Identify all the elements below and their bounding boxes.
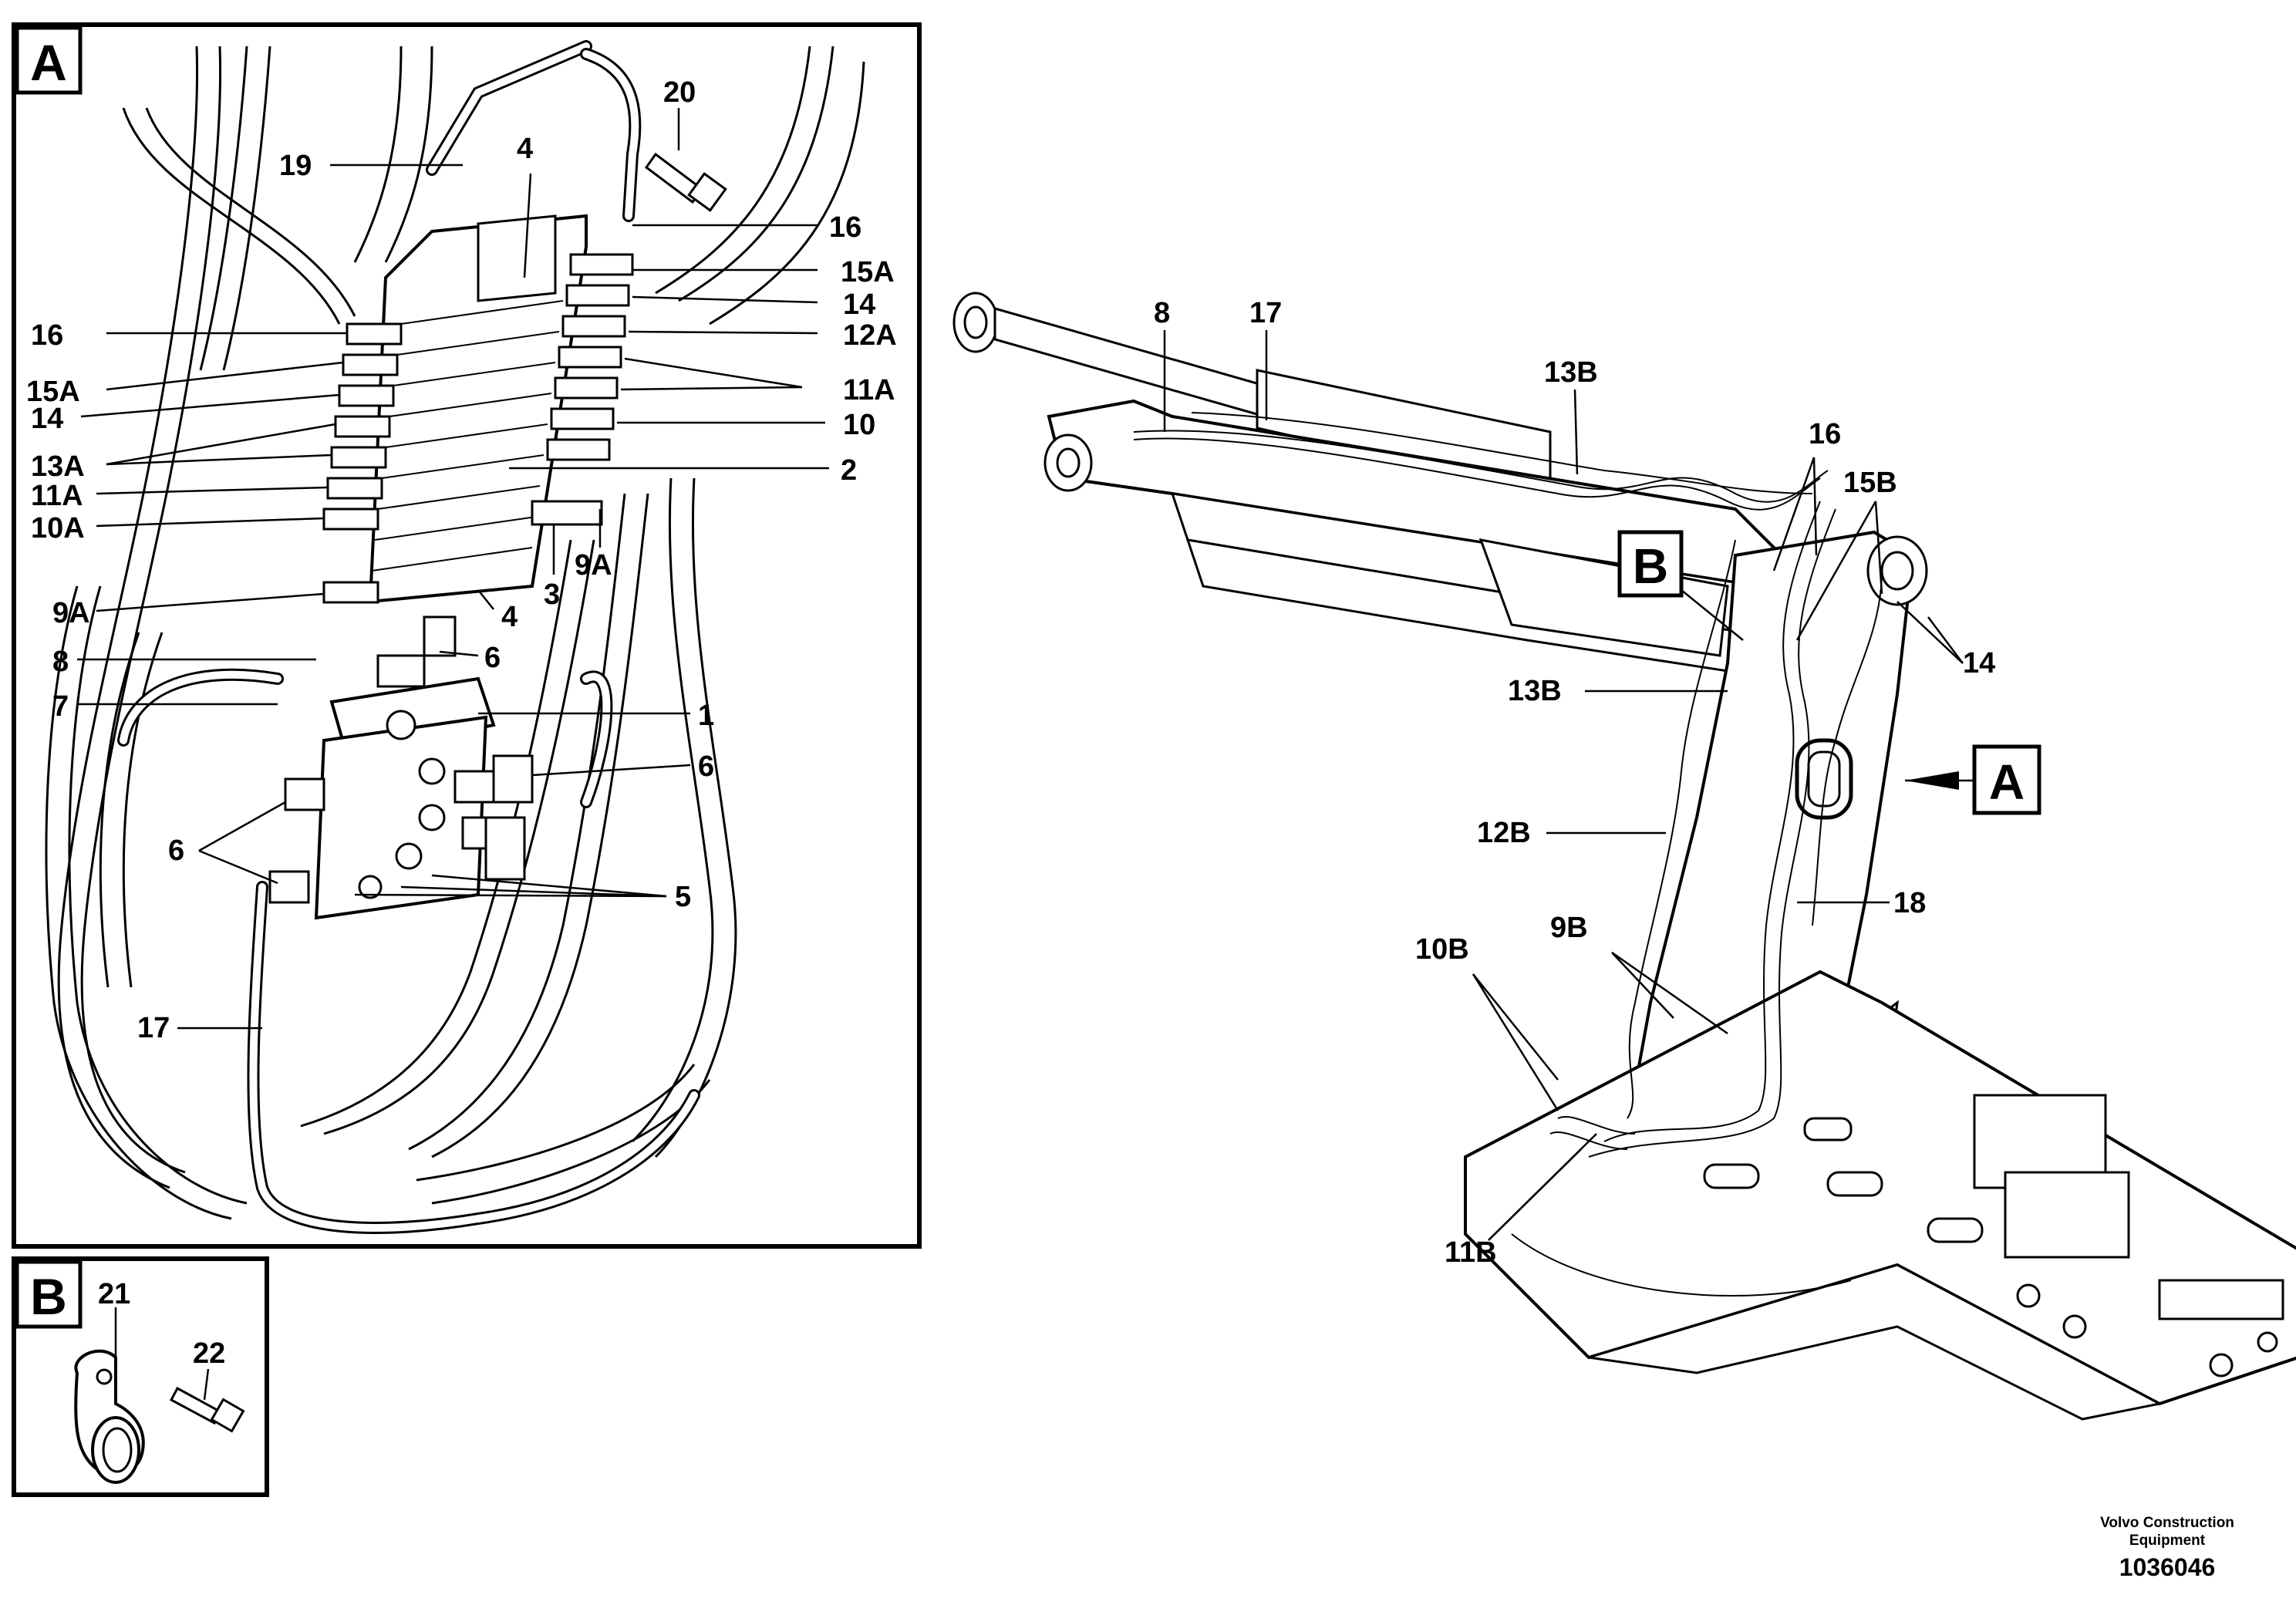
callout-13b-top: 13B bbox=[1544, 356, 1598, 389]
callout-12b: 12B bbox=[1477, 817, 1531, 849]
detail-a-letter: A bbox=[30, 34, 67, 91]
callout-2: 2 bbox=[841, 454, 857, 487]
hose-bundle-right bbox=[300, 46, 865, 1205]
callout-11b: 11B bbox=[1445, 1236, 1497, 1269]
callout-15a-right: 15A bbox=[841, 256, 895, 288]
pipe-19 bbox=[426, 40, 642, 222]
callout-9a-right: 9A bbox=[575, 549, 612, 582]
footer: Volvo Construction Equipment 1036046 bbox=[2100, 1515, 2234, 1581]
main-hose-7 bbox=[117, 668, 613, 808]
callout-4-bottom: 4 bbox=[501, 601, 518, 633]
distribution-block-1 bbox=[268, 676, 503, 920]
detail-b-label-box bbox=[15, 1259, 83, 1329]
callout-10b: 10B bbox=[1415, 933, 1469, 966]
detail-view-a: A bbox=[12, 22, 922, 1249]
callout-11a-right: 11A bbox=[843, 374, 895, 406]
company-name-line1: Volvo Construction bbox=[2100, 1515, 2234, 1531]
elbow-fittings-6 bbox=[376, 615, 534, 881]
clamp-21 bbox=[74, 1349, 145, 1484]
callout-9b: 9B bbox=[1550, 912, 1588, 944]
hose-bundle-left bbox=[45, 46, 433, 1220]
ref-b-letter: B bbox=[1633, 538, 1668, 594]
callout-17-main: 17 bbox=[1249, 297, 1282, 329]
callout-8-main: 8 bbox=[1154, 297, 1170, 329]
callout-17-view-a: 17 bbox=[137, 1012, 170, 1044]
drawing-number: 1036046 bbox=[2119, 1553, 2216, 1581]
callout-22: 22 bbox=[193, 1337, 225, 1370]
base-frame bbox=[1464, 969, 2296, 1421]
left-fittings bbox=[322, 322, 403, 604]
callout-9a-left: 9A bbox=[52, 597, 90, 629]
arm bbox=[1043, 399, 1784, 673]
callout-16-right: 16 bbox=[829, 211, 861, 244]
callout-6-left: 6 bbox=[168, 835, 184, 867]
machine-overview: B A 8 17 13B 16 15B 14 13B 12B 18 9B 10B… bbox=[952, 292, 2296, 1421]
ref-a-letter: A bbox=[1989, 754, 2025, 810]
detail-a-label-box bbox=[15, 25, 83, 95]
callout-10a: 10A bbox=[31, 512, 85, 545]
callout-4-top: 4 bbox=[517, 133, 533, 165]
detail-b-letter: B bbox=[30, 1268, 67, 1325]
callout-7: 7 bbox=[52, 690, 69, 723]
callout-13a: 13A bbox=[31, 450, 85, 483]
bolt-20 bbox=[644, 152, 727, 212]
callout-21: 21 bbox=[98, 1278, 130, 1310]
callout-3: 3 bbox=[544, 578, 560, 611]
callout-15b: 15B bbox=[1843, 467, 1897, 499]
callout-13b-mid: 13B bbox=[1508, 675, 1562, 707]
leaders-view-a bbox=[77, 108, 829, 1030]
boom-cylinder bbox=[952, 292, 1552, 495]
callout-1: 1 bbox=[698, 700, 714, 732]
callout-6-top: 6 bbox=[484, 642, 501, 674]
callout-12a: 12A bbox=[843, 319, 897, 352]
callout-14-left: 14 bbox=[31, 403, 63, 435]
callout-10: 10 bbox=[843, 409, 875, 441]
callout-11a-left: 11A bbox=[31, 480, 83, 512]
callout-19: 19 bbox=[279, 150, 312, 182]
ref-a-marker: A bbox=[1905, 744, 2041, 815]
right-fittings bbox=[531, 253, 634, 526]
ref-b-marker: B bbox=[1617, 530, 1684, 598]
callout-14-main: 14 bbox=[1963, 647, 1995, 679]
company-name-line2: Equipment bbox=[2129, 1533, 2206, 1549]
callout-6-right: 6 bbox=[698, 750, 714, 783]
detail-view-b: B 21 22 bbox=[12, 1256, 269, 1497]
callout-20: 20 bbox=[663, 76, 696, 109]
callout-16-main: 16 bbox=[1809, 418, 1841, 450]
bolt-22 bbox=[169, 1386, 245, 1433]
callout-5: 5 bbox=[675, 881, 691, 913]
callout-15a-left: 15A bbox=[26, 376, 80, 408]
main-hose-17 bbox=[247, 881, 700, 1234]
callout-16-left: 16 bbox=[31, 319, 63, 352]
callout-8-view-a: 8 bbox=[52, 646, 69, 678]
callout-14-right: 14 bbox=[843, 288, 875, 321]
callout-18: 18 bbox=[1893, 887, 1926, 919]
detail-a-frame bbox=[12, 22, 922, 1249]
detail-b-frame bbox=[12, 1256, 269, 1497]
hose-routing bbox=[1133, 412, 1883, 1158]
